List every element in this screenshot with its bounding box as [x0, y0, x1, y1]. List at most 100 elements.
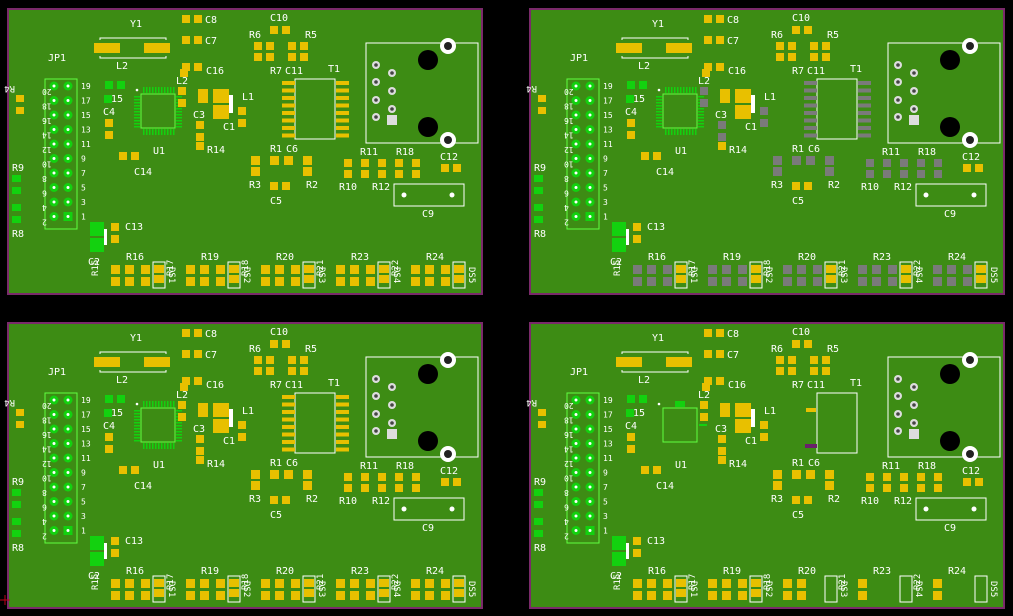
u1-lead: [674, 87, 676, 93]
jp1-pin-number: 9: [81, 469, 86, 478]
jp1-pin: [574, 171, 578, 175]
u1-lead: [677, 129, 679, 135]
board-outline: [529, 8, 1005, 295]
led-pad: [454, 579, 464, 587]
t1-pin-pad: [282, 402, 295, 407]
u1-lead: [656, 105, 662, 107]
pad: [633, 235, 641, 243]
jp1-pin-number: 14: [564, 445, 574, 454]
pad: [412, 484, 420, 492]
jp1-label: JP1: [48, 367, 66, 378]
t1-pin-pad: [336, 425, 349, 429]
r14-label: R14: [729, 459, 747, 470]
rj45-pin: [896, 80, 900, 84]
pad: [270, 496, 278, 504]
pad: [633, 223, 641, 231]
resistor-label: R21: [838, 260, 848, 276]
u1-lead: [692, 87, 694, 93]
t1-pin-pad: [336, 447, 349, 452]
c15-label: C15: [627, 408, 645, 419]
u1-lead: [692, 129, 694, 135]
jp1-pin: [52, 427, 56, 431]
jp1-pin-number: 1: [603, 527, 608, 536]
jp1-pin-number: 19: [81, 396, 91, 405]
u1-lead: [134, 419, 140, 421]
resistor-pad: [722, 591, 731, 600]
resistor-pad: [963, 265, 972, 274]
resistor-label: R22: [391, 260, 401, 276]
green-pad: [12, 204, 21, 211]
t1-pin-pad: [804, 88, 817, 93]
pad: [395, 484, 403, 492]
pad: [866, 170, 874, 178]
pad: [641, 466, 649, 474]
resistor-label: R20: [798, 566, 816, 577]
c7-label: C7: [727, 36, 739, 47]
u1-lead: [164, 129, 166, 135]
t1-pin-pad: [282, 111, 295, 115]
resistor-pad: [350, 591, 359, 600]
pad: [788, 42, 796, 50]
rj45-pin: [390, 421, 394, 425]
green-pad: [534, 530, 543, 537]
led-pad: [379, 265, 389, 273]
c9-outline: [393, 497, 465, 521]
t1-pin-pad: [336, 395, 349, 399]
pad: [627, 81, 635, 89]
resistor-pad: [813, 277, 822, 286]
jp1-pin-number: 18: [42, 416, 52, 425]
t1-outline: [294, 392, 336, 454]
pad: [627, 433, 635, 441]
r4-label: R4: [526, 83, 537, 93]
pad: [627, 131, 635, 139]
resistor-pad: [425, 591, 434, 600]
pad: [810, 356, 818, 364]
l2-label-left-cap: L2: [116, 375, 128, 386]
u1-lead: [161, 87, 163, 93]
cap-pad: [182, 350, 190, 358]
resistor-label: R18: [241, 574, 251, 590]
u1-lead: [134, 126, 140, 128]
pad: [822, 42, 830, 50]
r12-label: R12: [372, 182, 390, 193]
jp1-pin-number: 3: [603, 512, 608, 521]
resistor-pad: [200, 591, 209, 600]
c14-label: C14: [656, 167, 674, 178]
u1-lead: [689, 87, 691, 93]
cap-pad: [716, 63, 724, 71]
pad: [395, 159, 403, 167]
c2-label: C2: [610, 571, 622, 582]
c15-label: C15: [105, 408, 123, 419]
resistor-pad: [738, 277, 747, 286]
pad: [344, 170, 352, 178]
t1-pin-pad: [282, 395, 295, 399]
jp1-pin: [66, 456, 70, 460]
resistor-label: R19: [201, 566, 219, 577]
green-pad: [12, 530, 21, 537]
resistor-pad: [216, 265, 225, 274]
rj45-pin: [390, 107, 394, 111]
pad: [105, 433, 113, 441]
resistor-pad: [722, 265, 731, 274]
cap-pad: [194, 377, 202, 385]
r11-label: R11: [360, 461, 378, 472]
t1-pin-pad: [336, 118, 349, 123]
jp1-pin: [588, 128, 592, 131]
r8-label: R8: [12, 229, 24, 240]
green-pad: [534, 518, 543, 525]
resistor-pad: [858, 277, 867, 286]
jp1-pin-number: 18: [42, 102, 52, 111]
resistor-pad: [888, 265, 897, 274]
pad: [412, 170, 420, 178]
resistor-label: R24: [426, 566, 444, 577]
jp1-pin: [588, 471, 592, 474]
jp1-pin: [588, 171, 592, 175]
resistor-pad: [411, 591, 420, 600]
rj45-pin: [390, 71, 394, 75]
rj45-mount-hole: [444, 450, 452, 458]
resistor-pad: [216, 277, 225, 286]
rj45-pin: [896, 377, 900, 381]
u1-lead: [146, 443, 148, 449]
led-label: DS1: [166, 267, 176, 283]
jp1-pin-number: 16: [42, 116, 52, 125]
